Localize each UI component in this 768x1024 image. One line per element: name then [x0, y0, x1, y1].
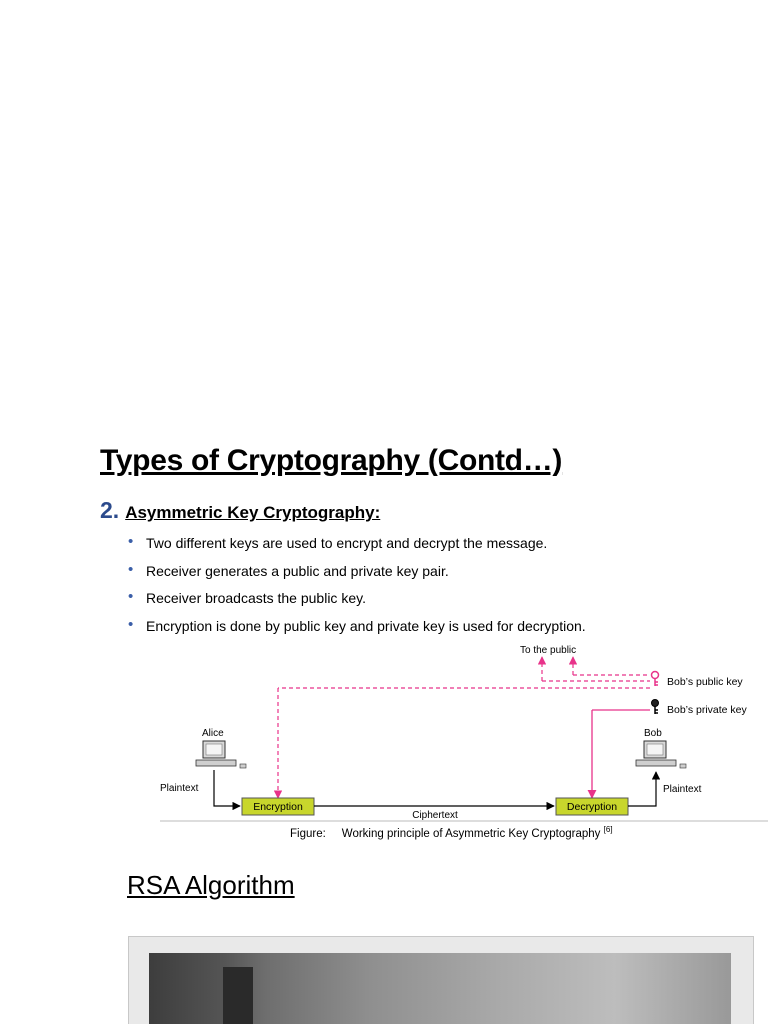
alice-to-encryption-arrow — [213, 770, 241, 811]
decryption-label: Decryption — [567, 801, 617, 813]
public-key-icon — [650, 670, 660, 686]
to-public-arrows — [537, 656, 650, 682]
caption-reference: [6] — [603, 825, 613, 834]
plaintext-left-label: Plaintext — [160, 783, 199, 794]
list-item: • Encryption is done by public key and pr… — [128, 615, 586, 645]
bullet-icon: • — [128, 615, 134, 633]
bullet-icon: • — [128, 588, 134, 606]
bullet-text: Receiver generates a public and private … — [146, 562, 449, 579]
rsa-heading: RSA Algorithm — [127, 870, 295, 900]
bob-computer-icon — [635, 740, 687, 769]
photo-dark-panel — [223, 967, 253, 1024]
caption-label: Figure: — [290, 827, 326, 840]
list-item: • Receiver broadcasts the public key. — [128, 589, 586, 617]
bullet-text: Two different keys are used to encrypt a… — [146, 535, 548, 551]
decryption-to-bob-arrow — [628, 771, 661, 807]
bob-label: Bob — [644, 728, 662, 739]
ciphertext-label: Ciphertext — [412, 810, 458, 821]
bullet-text: Encryption is done by public key and pri… — [146, 617, 586, 634]
rsa-photo — [128, 936, 754, 1024]
caption-text: Working principle of Asymmetric Key Cryp… — [341, 827, 601, 840]
list-item: • Two different keys are used to encrypt … — [128, 534, 586, 562]
section-number: 2. — [100, 497, 120, 523]
plaintext-right-label: Plaintext — [663, 784, 702, 795]
slide-title: Types of Cryptography (Contd…) — [100, 444, 563, 477]
bobs-private-key-label: Bob’s private key — [667, 704, 748, 716]
to-public-label: To the public — [520, 645, 576, 656]
figure-caption: Figure: Working principle of Asymmetric K… — [290, 825, 613, 840]
alice-computer-icon — [195, 740, 247, 769]
list-item: • Receiver generates a public and private… — [128, 560, 586, 590]
section-heading: 2. Asymmetric Key Cryptography: — [100, 497, 380, 524]
alice-label: Alice — [202, 728, 224, 739]
bullet-list: • Two different keys are used to encrypt … — [128, 534, 586, 644]
bullet-icon: • — [128, 560, 134, 578]
section-title: Asymmetric Key Cryptography: — [125, 503, 381, 522]
asymmetric-key-diagram: To the public Bob’s public key Bob’s pri… — [160, 640, 768, 826]
bullet-text: Receiver broadcasts the public key. — [146, 590, 366, 607]
bobs-public-key-label: Bob’s public key — [667, 676, 743, 688]
encryption-label: Encryption — [253, 801, 303, 813]
private-key-icon — [651, 699, 659, 714]
bullet-icon: • — [128, 533, 134, 550]
photo-content — [149, 953, 731, 1024]
